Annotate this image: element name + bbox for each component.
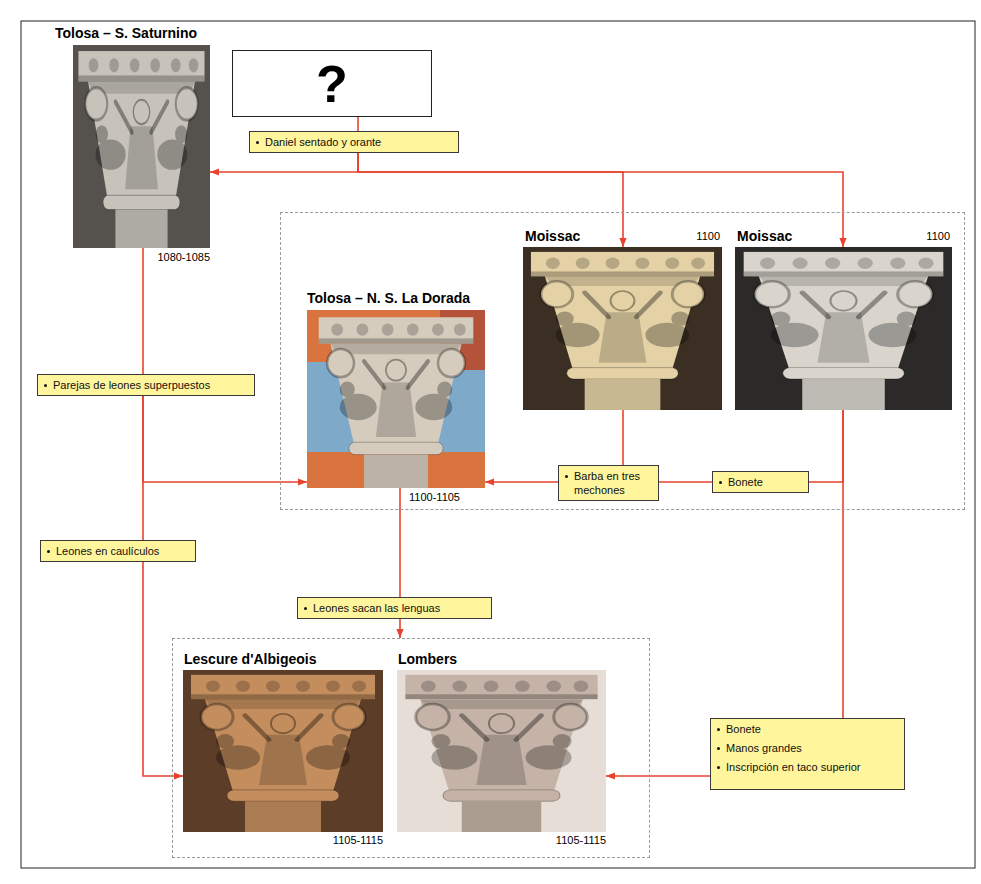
date-label: 1080-1085 <box>157 251 210 264</box>
place-heading: Moissac <box>737 228 792 244</box>
place-heading: Moissac <box>525 228 580 244</box>
influence-arrow <box>142 248 144 374</box>
date-label: 1105-1115 <box>556 834 606 847</box>
date-label: 1100 <box>926 230 950 243</box>
capital-photo-lombers <box>397 670 606 832</box>
capital-photo-moissac <box>735 247 952 410</box>
capital-photo: Lombers1105-1115 <box>397 670 606 832</box>
influence-arrow <box>606 775 710 777</box>
bullet-item: Inscripción en taco superior <box>717 760 897 774</box>
outer-frame <box>21 21 975 868</box>
bullet-item: Bonete <box>717 722 897 736</box>
feature-label: BoneteManos grandesInscripción en taco s… <box>710 718 905 790</box>
photo-ground <box>523 247 722 410</box>
bullet-item: Barba en tres mechones <box>565 469 651 497</box>
bullet-dot <box>47 550 50 553</box>
capital-photo-saturnino <box>73 45 210 248</box>
influence-arrow <box>659 481 712 483</box>
capital-photo: Moissac1100 <box>523 247 722 410</box>
influence-arrow <box>358 153 843 247</box>
date-label: 1100-1105 <box>409 491 460 504</box>
capital-photo: Lescure d'Albigeois1105-1115 <box>183 670 383 832</box>
photo-ground <box>183 670 383 832</box>
bullet-dot <box>256 141 259 144</box>
capital-figure <box>531 252 714 410</box>
bullet-dot <box>717 766 720 769</box>
bullet-dot <box>717 747 720 750</box>
bullet-dot <box>44 384 47 387</box>
bullet-item: Leones en caulículos <box>47 544 188 558</box>
bullet-item: Daniel sentado y orante <box>256 135 451 149</box>
influence-arrow <box>357 117 359 131</box>
influence-arrow <box>622 410 624 465</box>
capital-photo-moissac <box>523 247 722 410</box>
capital-photo: Tolosa – S. Saturnino1080-1085 <box>73 45 210 248</box>
feature-label: Parejas de leones superpuestos <box>37 374 255 396</box>
influence-arrow <box>358 153 623 247</box>
question-box: ? <box>232 50 432 117</box>
capital-photo: Moissac1100 <box>735 247 952 410</box>
feature-label: Daniel sentado y orante <box>249 131 459 153</box>
date-label: 1105-1115 <box>333 834 383 847</box>
influence-arrow <box>485 481 558 483</box>
influence-arrow <box>210 153 358 172</box>
group-frame: Moissac1100Moissac1100Tolosa – N. S. La … <box>280 212 965 510</box>
influence-arrow <box>143 396 307 482</box>
feature-label: Bonete <box>712 471 809 493</box>
photo-ground <box>735 247 952 410</box>
bullet-dot <box>719 481 722 484</box>
capital-figure <box>744 252 944 410</box>
feature-text: Leones sacan las lenguas <box>313 601 440 615</box>
bullet-dot <box>565 475 568 478</box>
place-heading: Tolosa – N. S. La Dorada <box>307 290 470 306</box>
photo-ground <box>73 45 210 248</box>
photo-ground <box>307 310 485 488</box>
capital-photo: Tolosa – N. S. La Dorada1100-1105 <box>307 310 485 488</box>
feature-label: Leones en caulículos <box>40 540 196 562</box>
feature-text: Manos grandes <box>726 741 802 755</box>
feature-text: Bonete <box>728 475 763 489</box>
feature-label: Leones sacan las lenguas <box>297 597 492 619</box>
feature-text: Inscripción en taco superior <box>726 760 861 774</box>
feature-label: Barba en tres mechones <box>558 465 659 501</box>
capital-figure <box>191 675 375 832</box>
place-heading: Lescure d'Albigeois <box>184 651 316 667</box>
bullet-dot <box>304 607 307 610</box>
influence-arrow <box>142 396 144 540</box>
bullet-item: Manos grandes <box>717 741 897 755</box>
feature-text: Daniel sentado y orante <box>265 135 381 149</box>
place-heading: Tolosa – S. Saturnino <box>55 25 197 41</box>
photo-ground <box>397 670 606 832</box>
influence-arrow <box>809 410 843 482</box>
group-frame: Lescure d'Albigeois1105-1115Lombers1105-… <box>172 638 650 858</box>
feature-text: Leones en caulículos <box>56 544 159 558</box>
question-mark: ? <box>316 58 348 110</box>
date-label: 1100 <box>696 230 720 243</box>
bullet-item: Bonete <box>719 475 801 489</box>
capital-figure <box>78 51 204 248</box>
capital-photo-la-dorada <box>307 310 485 488</box>
feature-text: Bonete <box>726 722 761 736</box>
feature-text: Barba en tres mechones <box>574 469 651 497</box>
capital-photo-lescure <box>183 670 383 832</box>
bullet-item: Leones sacan las lenguas <box>304 601 484 615</box>
influence-arrow <box>842 410 844 718</box>
influence-arrow <box>399 619 401 638</box>
capital-figure <box>405 675 597 832</box>
feature-text: Parejas de leones superpuestos <box>53 378 210 392</box>
influence-arrow <box>143 562 183 776</box>
capital-figure <box>319 317 474 488</box>
bullet-item: Parejas de leones superpuestos <box>44 378 247 392</box>
bullet-dot <box>717 728 720 731</box>
influence-arrow <box>399 488 401 597</box>
place-heading: Lombers <box>398 651 457 667</box>
